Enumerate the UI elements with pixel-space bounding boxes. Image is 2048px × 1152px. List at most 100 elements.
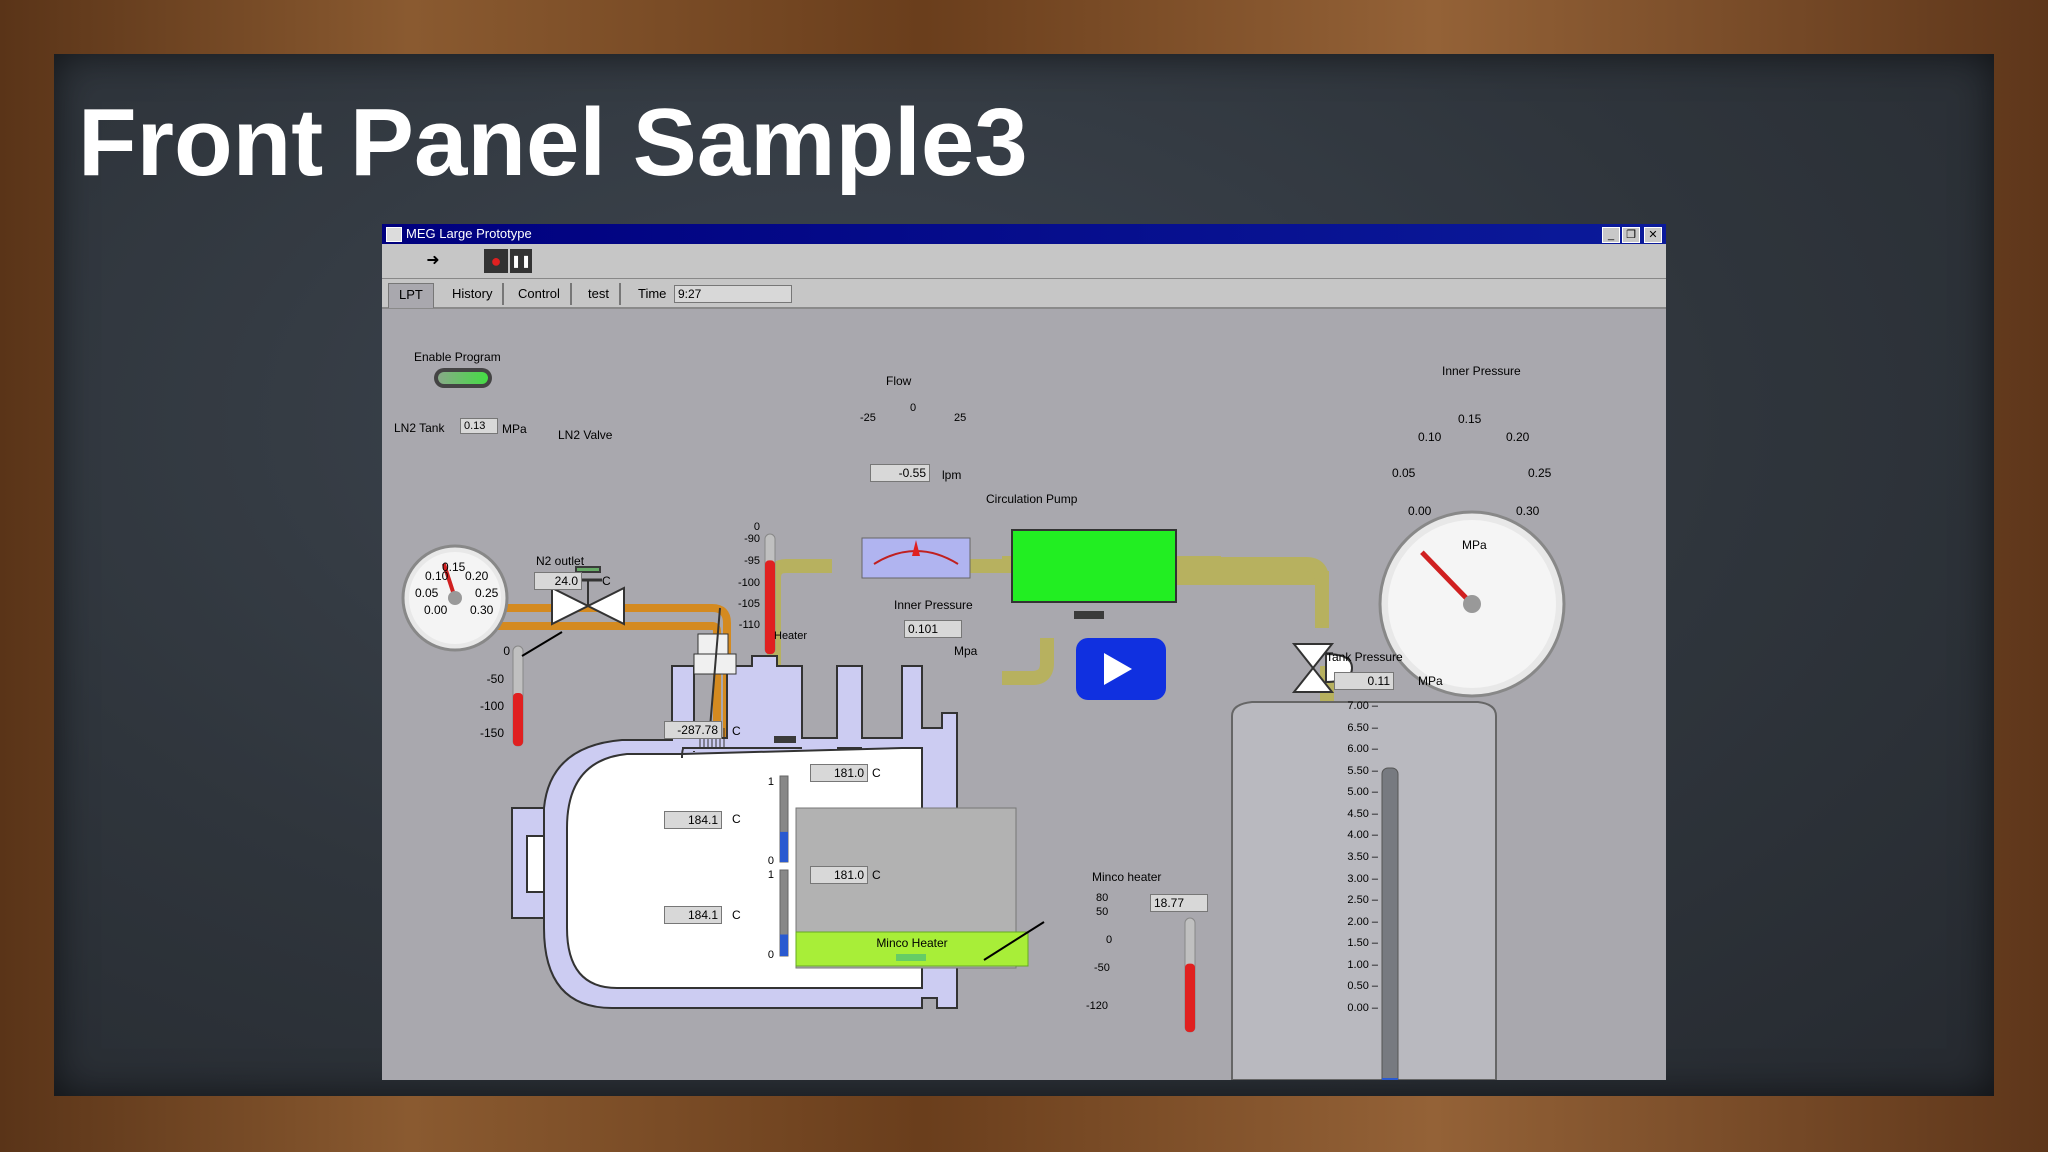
small-bar-tick: 0 — [768, 949, 774, 961]
ln2-tank-field[interactable]: 0.13 — [460, 418, 498, 434]
time-label: Time — [638, 286, 667, 301]
minco-tick: -50 — [1094, 962, 1110, 974]
tank-pressure-tick: 6.00 – — [1347, 743, 1378, 756]
temp-field-2[interactable]: 184.1 — [664, 811, 722, 829]
flow-field[interactable]: -0.55 — [870, 464, 930, 482]
tank-pressure-tick: 7.00 – — [1347, 700, 1378, 712]
ip-dial-label: 0.30 — [1516, 504, 1540, 518]
tank-pressure-tick: 0.00 – — [1347, 1002, 1378, 1014]
minco-tick: 80 — [1096, 892, 1109, 904]
flow-unit: lpm — [942, 468, 962, 482]
run-arrow-icon[interactable]: ➜ — [426, 252, 440, 269]
tank-pressure-tick: 1.50 – — [1347, 937, 1378, 950]
minco-tick: 0 — [1106, 934, 1113, 946]
temp-field-3[interactable]: 184.1 — [664, 906, 722, 924]
tank-pressure-label: Tank Pressure — [1326, 650, 1403, 664]
ip-dial-label: 0.10 — [1418, 430, 1442, 444]
small-bar-tick: 1 — [768, 869, 774, 881]
minco-tick: 50 — [1096, 906, 1109, 918]
n2-outlet-label: N2 outlet — [536, 554, 585, 568]
tank-pressure-tick: 2.00 – — [1347, 915, 1378, 928]
ip-dial-label: 0.15 — [1458, 412, 1482, 426]
ip-dial-label: 0.05 — [1392, 466, 1416, 480]
time-field[interactable]: 9:27 — [674, 285, 792, 303]
flow-scale-mid: 0 — [910, 402, 917, 414]
ln2-valve-label: LN2 Valve — [558, 428, 613, 442]
close-button[interactable]: ✕ — [1644, 227, 1662, 243]
small-level-bars — [779, 775, 789, 957]
heater-led — [774, 736, 796, 743]
inner-pressure-label: Inner Pressure — [894, 598, 973, 612]
minco-tick: -120 — [1086, 1000, 1109, 1012]
n2-tick: 0 — [503, 644, 510, 658]
inner-temp-unit-1: C — [872, 766, 881, 780]
ip-dial-label: 0.25 — [1528, 466, 1552, 480]
tank-pressure-tick: 1.00 – — [1347, 958, 1378, 971]
labview-window: MEG Large Prototype _ ❐ ✕ ➜ ● ❚❚ LPT His… — [382, 224, 1666, 1080]
enable-program-toggle[interactable] — [434, 368, 492, 388]
tank-pressure-tick: 3.00 – — [1347, 872, 1378, 885]
inner-temp-unit-2: C — [872, 868, 881, 882]
minco-heater-button[interactable]: Minco Heater — [796, 932, 1028, 966]
tab-lpt[interactable]: LPT — [388, 283, 434, 308]
ln2-tank-label: LN2 Tank — [394, 421, 445, 435]
column-tick: -95 — [744, 555, 760, 567]
status-display — [1011, 529, 1177, 603]
minco-heater-button-label: Minco Heater — [876, 936, 948, 950]
tank-pressure-field[interactable]: 0.11 — [1334, 672, 1394, 690]
tank-pressure-tick: 4.50 – — [1347, 807, 1378, 820]
slide-title: Front Panel Sample3 — [78, 89, 1028, 196]
abort-stop-icon[interactable]: ● — [490, 251, 502, 271]
ln2-dial-label: 0.20 — [465, 569, 489, 583]
tank-pressure-tick: 2.50 – — [1347, 894, 1378, 907]
tab-control[interactable]: Control — [508, 283, 572, 305]
tank-pressure-ticks: 7.00 –6.50 –6.00 –5.50 –5.00 –4.50 –4.00… — [1322, 700, 1378, 1040]
tank-pressure-unit: MPa — [1418, 674, 1443, 688]
flow-meter-icon — [861, 537, 971, 579]
flow-scale-right: 25 — [954, 412, 967, 424]
ip-gauge-unit: MPa — [1462, 538, 1487, 552]
ln2-dial-label: 0.00 — [424, 603, 448, 617]
inner-pressure-gauge — [1378, 510, 1566, 698]
temp-field-1[interactable]: -287.78 — [664, 721, 722, 739]
toolbar: ➜ ● ❚❚ — [382, 244, 1666, 279]
minimize-button[interactable]: _ — [1602, 227, 1620, 243]
minco-heater-field[interactable]: 18.77 — [1150, 894, 1208, 912]
n2-tick: -50 — [487, 672, 505, 686]
ln2-dial-label: 0.25 — [475, 586, 499, 600]
small-bar-tick: 1 — [768, 776, 774, 788]
pause-icon[interactable]: ❚❚ — [510, 249, 532, 273]
restore-button[interactable]: ❐ — [1622, 227, 1640, 243]
column-thermometer — [764, 533, 776, 655]
pump-led — [1074, 611, 1104, 619]
tab-test[interactable]: test — [578, 283, 621, 305]
column-tick: -110 — [739, 619, 760, 631]
n2-outlet-field[interactable]: 24.0 — [534, 572, 582, 590]
ln2-tank-unit: MPa — [502, 422, 527, 436]
tank-pressure-tick: 5.00 – — [1347, 786, 1378, 799]
ln2-dial-label: 0.05 — [415, 586, 439, 600]
ln2-dial-label: 0.30 — [470, 603, 494, 617]
minco-heater-label: Minco heater — [1092, 870, 1162, 884]
flow-scale-left: -25 — [860, 412, 876, 424]
ln2-valve-icon — [551, 566, 625, 626]
pump-run-icon — [1076, 638, 1166, 700]
tank-pressure-tick: 6.50 – — [1347, 721, 1378, 734]
inner-temp-field-1[interactable]: 181.0 — [810, 764, 868, 782]
ln2-dial-label: 0.15 — [442, 560, 466, 574]
inner-pressure-gauge-label: Inner Pressure — [1442, 364, 1521, 378]
enable-program-label: Enable Program — [414, 350, 501, 364]
tab-history[interactable]: History — [442, 283, 505, 305]
inner-temp-field-2[interactable]: 181.0 — [810, 866, 868, 884]
tank-pressure-tick: 0.50 – — [1347, 980, 1378, 993]
column-tick: -105 — [738, 598, 760, 610]
n2-tick: -100 — [480, 699, 504, 713]
tank-pressure-bar — [1381, 767, 1399, 1080]
n2-outlet-unit: C — [602, 574, 611, 588]
circulation-pump-button[interactable] — [1076, 638, 1166, 700]
tank-pressure-tick: 3.50 – — [1347, 851, 1378, 863]
column-tick: -100 — [738, 577, 760, 589]
tank-pressure-tick: 5.50 – — [1347, 764, 1378, 777]
inner-pressure-field[interactable]: 0.101 — [904, 620, 962, 638]
ip-dial-label: 0.00 — [1408, 504, 1432, 518]
